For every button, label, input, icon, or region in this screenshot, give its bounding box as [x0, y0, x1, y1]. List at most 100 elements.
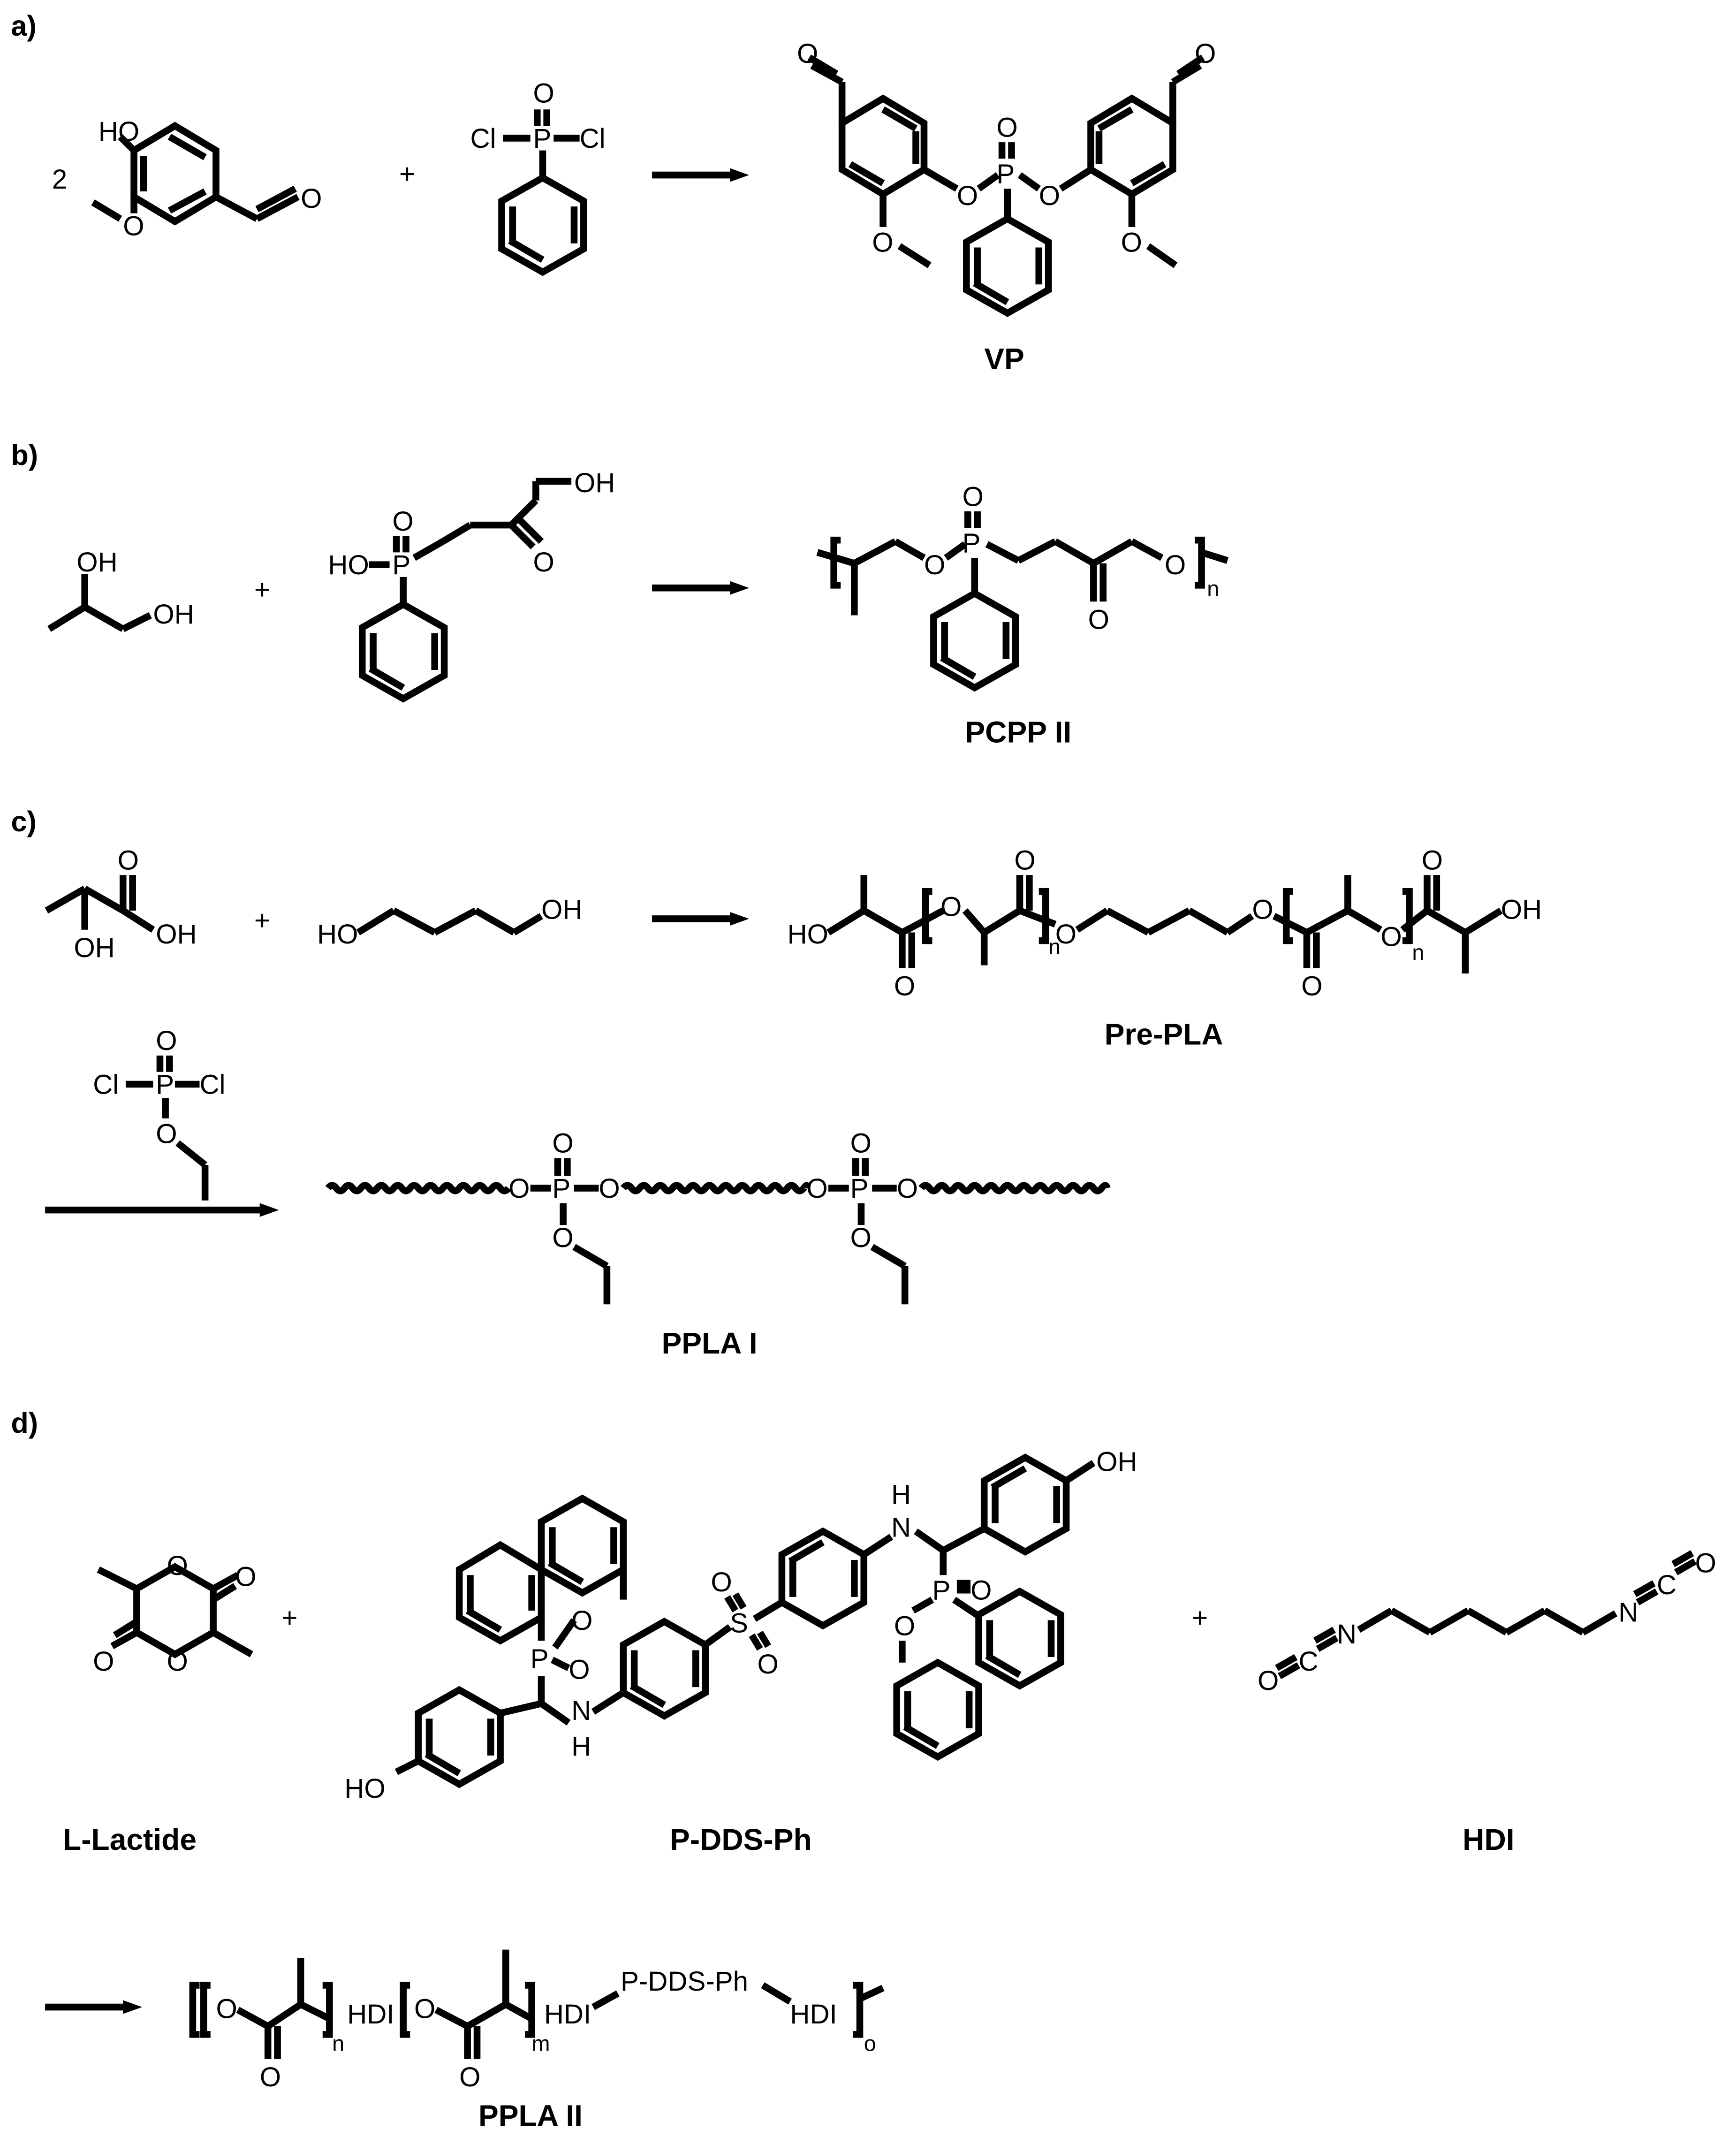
dds-so2: O [757, 1649, 778, 1680]
diol-oh2: OH [153, 599, 194, 630]
ppla2-o3: O [414, 1993, 435, 2024]
hdi-o2: O [1695, 1548, 1716, 1578]
pre-o3: O [1014, 845, 1035, 875]
panel-c-label: c) [11, 806, 36, 837]
plus-a1: + [399, 159, 415, 190]
ppla1-o2: O [599, 1173, 620, 1204]
lactic-acid-structure: OH O OH [45, 845, 197, 963]
panel-c: c) OH O OH + HO OH HO [11, 806, 1542, 1360]
dds-oh-right: OH [1096, 1447, 1137, 1477]
ppla-i-name: PPLA I [661, 1326, 757, 1360]
ppla1-o5: O [806, 1173, 827, 1204]
edcp-p: P [156, 1069, 174, 1100]
plus-d2: + [1192, 1603, 1208, 1633]
phenylphosphonic-dichloride-structure: O P Cl Cl [470, 78, 606, 276]
ppla1-o4: O [552, 1223, 573, 1253]
edcp-o2: O [156, 1118, 177, 1149]
panel-a-label: a) [11, 10, 36, 42]
dds-so1: O [711, 1567, 732, 1597]
pre-pla-name: Pre-PLA [1105, 1018, 1223, 1051]
panel-b: b) OH OH + O P HO O OH [11, 439, 1229, 749]
pre-o7: O [1380, 922, 1402, 952]
ppla1-o3: O [552, 1128, 573, 1159]
pre-o8: O [1422, 845, 1443, 875]
bd-oh: OH [541, 894, 582, 925]
vanillin-o-methoxy: O [123, 211, 144, 241]
dds-h-right: H [891, 1480, 911, 1510]
hdi-n2: N [1618, 1597, 1638, 1627]
pre-o6: O [1301, 971, 1322, 1002]
vp-ome-left: O [872, 227, 893, 258]
pcpp-o-double: O [963, 481, 984, 512]
edcp-cl2: Cl [199, 1069, 225, 1100]
hdi-c1: C [1298, 1646, 1318, 1677]
dds-n-right: N [891, 1513, 911, 1543]
p-dds-ph-name: P-DDS-Ph [670, 1823, 812, 1856]
ppla1-o8: O [850, 1223, 872, 1253]
arrow-a [730, 168, 749, 182]
edcp-cl1: Cl [93, 1069, 119, 1100]
lac-o-carbonyl2: O [93, 1646, 114, 1677]
edcp-o: O [156, 1026, 177, 1056]
lac-o-ring2: O [167, 1646, 188, 1677]
ppla2-sub-m: m [532, 2031, 550, 2055]
pcl2-p: P [533, 123, 552, 154]
pcpp-o2: O [1165, 550, 1186, 580]
pa-p: P [392, 550, 410, 580]
hdi-n1: N [1337, 1619, 1357, 1650]
arrow-c2 [259, 1203, 279, 1217]
dds-h-left: H [571, 1731, 591, 1762]
ppla2-o1: O [216, 1993, 237, 2024]
lac-o-ring1: O [167, 1551, 188, 1581]
vp-cho-right-o: O [1195, 38, 1216, 69]
ppla1-o1: O [508, 1173, 530, 1204]
pre-o5: O [1252, 894, 1273, 925]
dds-po-left: O [569, 1655, 590, 1685]
pcpp-name: PCPP II [965, 715, 1071, 749]
wavy-chain-1 [325, 1182, 511, 1194]
ppla-i-structure: O P O O O O P O O O [325, 1128, 1111, 1305]
vp-o2: O [1039, 181, 1060, 211]
dds-p-left: P [531, 1643, 549, 1674]
lac-o-carbonyl1: O [235, 1562, 256, 1592]
plus-c1: + [254, 905, 270, 936]
l-lactide-structure: O O O O [93, 1551, 256, 1677]
wavy-chain-2 [621, 1182, 811, 1194]
pre-pla-structure: HO O O O n O O [788, 845, 1542, 1001]
arrow-d [123, 2000, 143, 2014]
hdi-o1: O [1258, 1665, 1279, 1696]
plus-d1: + [281, 1603, 297, 1633]
ppla2-hdi2: HDI [544, 1999, 591, 2030]
panel-a: a) 2 HO O O + O P Cl Cl [11, 10, 1216, 376]
dds-s: S [730, 1608, 748, 1639]
diol-oh1: OH [76, 547, 117, 578]
la-oh: OH [156, 919, 197, 950]
vanillin-ho: HO [99, 116, 139, 147]
vp-cho-left-o: O [797, 38, 818, 69]
ppla1-o7: O [850, 1128, 872, 1159]
pcl2-cl-left: Cl [470, 123, 496, 154]
vp-structure: O O O P O O O [797, 38, 1216, 317]
panel-d: d) O O O O L-Lactide + O [11, 1407, 1716, 2132]
dds-o-left: O [571, 1605, 592, 1636]
panel-d-label: d) [11, 1407, 38, 1439]
pcpp-structure: O P O O O n [816, 481, 1229, 692]
pre-n2: n [1412, 940, 1424, 965]
pa-oh-end: OH [574, 468, 615, 498]
ppla2-linker: P-DDS-Ph [621, 1966, 748, 1997]
wavy-chain-3 [918, 1182, 1111, 1194]
butanediol-structure: HO OH [317, 894, 582, 949]
dds-po-right: O [970, 1575, 992, 1606]
stoich-coefficient: 2 [52, 164, 67, 195]
dds-o-right: O [894, 1611, 915, 1641]
vp-p: P [996, 159, 1015, 190]
ppla1-p1: P [552, 1173, 570, 1204]
vanillin-structure: 2 HO O O [52, 116, 322, 241]
pre-ho: HO [788, 919, 828, 950]
pcpp-o1: O [924, 550, 945, 580]
ppla1-o6: O [897, 1173, 918, 1204]
arrow-b [730, 581, 749, 595]
hdi-c2: C [1657, 1570, 1676, 1600]
pre-oh: OH [1501, 894, 1542, 925]
